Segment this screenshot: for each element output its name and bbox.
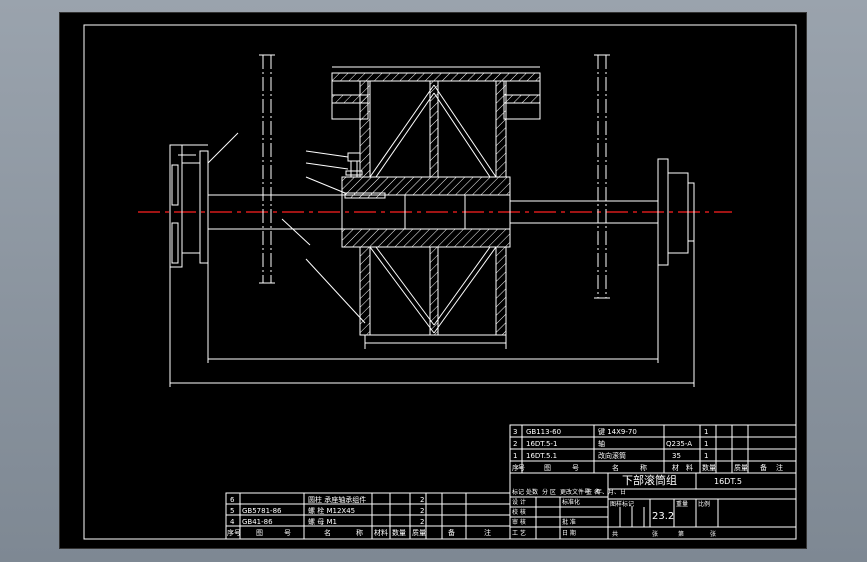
- drawing-sheet: 3 GB113-60 键 14X9-70 1 2 16DT.5-1 轴 Q235…: [60, 13, 806, 548]
- title-block-labels: 设 计 校 核 审 核 工 艺 标准化 批 准 日 期 图样标记 重量 比例 共…: [512, 488, 716, 538]
- bom-lower-qty: 2: [420, 518, 424, 526]
- bom-lower-name: 圆柱 承座轴承组件: [308, 495, 366, 504]
- bom-upper-header-note: 注: [776, 463, 783, 472]
- tb-label-sheet-no: 第: [678, 530, 684, 538]
- bom-lower-header-name: 名: [324, 528, 331, 537]
- bom-lower-seq: 6: [230, 496, 235, 504]
- bom-upper-qty: 1: [704, 452, 708, 460]
- bom-lower-header-material: 材料: [374, 528, 388, 537]
- tb-label-weight: 重量: [676, 500, 688, 508]
- left-bearing-housing: [169, 144, 209, 268]
- bom-lower-qty: 2: [420, 507, 424, 515]
- tb-label-process: 工 艺: [512, 529, 526, 537]
- tb-label-design: 设 计: [512, 498, 526, 506]
- bom-lower-name: 螺 栓 M12X45: [308, 506, 355, 515]
- bom-lower-code: GB5781-86: [242, 507, 282, 515]
- tb-label-zone: 分 区: [542, 488, 556, 496]
- drum-bottom: [359, 246, 507, 336]
- bom-lower-seq: 4: [230, 518, 235, 526]
- leader-lines: [207, 132, 366, 324]
- dimension-lines: [169, 66, 695, 387]
- bom-upper-header-drawing: 图: [544, 464, 551, 472]
- drum-top: [331, 72, 541, 178]
- bom-lower-table: 6 圆柱 承座轴承组件 2 5 GB5781-86 螺 栓 M12X45 2 4…: [227, 495, 491, 537]
- tb-label-check: 校 核: [512, 508, 526, 516]
- bom-upper-name: 改向滚筒: [598, 451, 626, 460]
- weight-value: 23.2: [652, 511, 674, 522]
- bom-upper-qty: 1: [704, 440, 708, 448]
- tb-label-scale: 比例: [698, 500, 710, 508]
- bom-upper-seq: 1: [513, 452, 517, 460]
- bom-upper-code: GB113-60: [526, 428, 561, 436]
- bom-lower-header-qty: 数量: [392, 528, 406, 537]
- tb-label-count: 处数: [526, 488, 538, 496]
- bom-upper-seq: 2: [513, 440, 517, 448]
- tb-label-sheet: 张: [710, 530, 716, 538]
- bom-lower-qty: 2: [420, 496, 424, 504]
- bom-upper-code: 16DT.5-1: [526, 440, 557, 448]
- bom-upper-material: 35: [672, 452, 681, 460]
- bom-lower-header-seq: 序号: [227, 528, 241, 537]
- bom-lower-header-mass: 质量: [412, 528, 426, 537]
- title-block: [225, 424, 797, 540]
- bom-lower-header-drawing: 图: [256, 529, 263, 537]
- right-bearing-housing: [657, 158, 695, 266]
- tb-label-sheets: 张: [652, 530, 658, 538]
- bom-lower-header-note: 注: [484, 528, 491, 537]
- bom-upper-qty: 1: [704, 428, 708, 436]
- tb-label-approve: 批 准: [562, 518, 576, 526]
- bom-upper-table: 3 GB113-60 键 14X9-70 1 2 16DT.5-1 轴 Q235…: [512, 427, 783, 472]
- tb-label-sign: 签 名: [586, 488, 600, 496]
- tb-label-standard: 标准化: [562, 498, 580, 506]
- shaft: [207, 194, 658, 230]
- tb-label-rev: 标记: [512, 488, 524, 496]
- bom-upper-header-mass: 质量: [734, 463, 748, 472]
- tb-label-review: 审 核: [512, 518, 526, 526]
- bom-upper-header-seq: 序: [512, 463, 519, 472]
- bom-lower-name: 螺 母 M1: [308, 517, 337, 526]
- bom-upper-material: Q235-A: [666, 440, 692, 448]
- bom-lower-header-remark: 备: [448, 528, 455, 537]
- bom-lower-seq: 5: [230, 507, 234, 515]
- hub: [341, 176, 511, 248]
- tb-label-date: 日 期: [562, 529, 576, 537]
- drawing-number: 16DT.5: [714, 477, 742, 486]
- tb-label-ymd: 年、月、日: [596, 488, 626, 496]
- bom-lower-code: GB41-86: [242, 518, 273, 526]
- bom-upper-header-title: 称: [640, 463, 647, 472]
- bom-upper-header-remark: 备: [760, 463, 767, 472]
- bom-upper-header-no: 号: [518, 464, 525, 472]
- bom-upper-name: 键 14X9-70: [598, 427, 637, 436]
- tb-label-change: 更改文件号: [560, 488, 590, 496]
- tb-label-total: 共: [612, 530, 618, 538]
- bom-upper-header-qty: 数量: [702, 463, 716, 472]
- bom-upper-header-code: 号: [572, 464, 579, 472]
- bom-upper-code: 16DT.5.1: [526, 452, 557, 460]
- bom-upper-name: 轴: [598, 439, 605, 448]
- bom-upper-header-material: 材: [672, 463, 679, 472]
- bom-upper-seq: 3: [513, 428, 517, 436]
- bom-lower-header-code: 号: [284, 529, 291, 537]
- cad-drawing: 3 GB113-60 键 14X9-70 1 2 16DT.5-1 轴 Q235…: [83, 24, 797, 540]
- bom-upper-header-stock: 料: [686, 463, 693, 472]
- bom-lower-header-title: 称: [356, 528, 363, 537]
- tb-label-mark: 图样标记: [610, 500, 634, 508]
- bom-upper-header-name: 名: [612, 463, 619, 472]
- part-name: 下部滚筒组: [622, 473, 677, 487]
